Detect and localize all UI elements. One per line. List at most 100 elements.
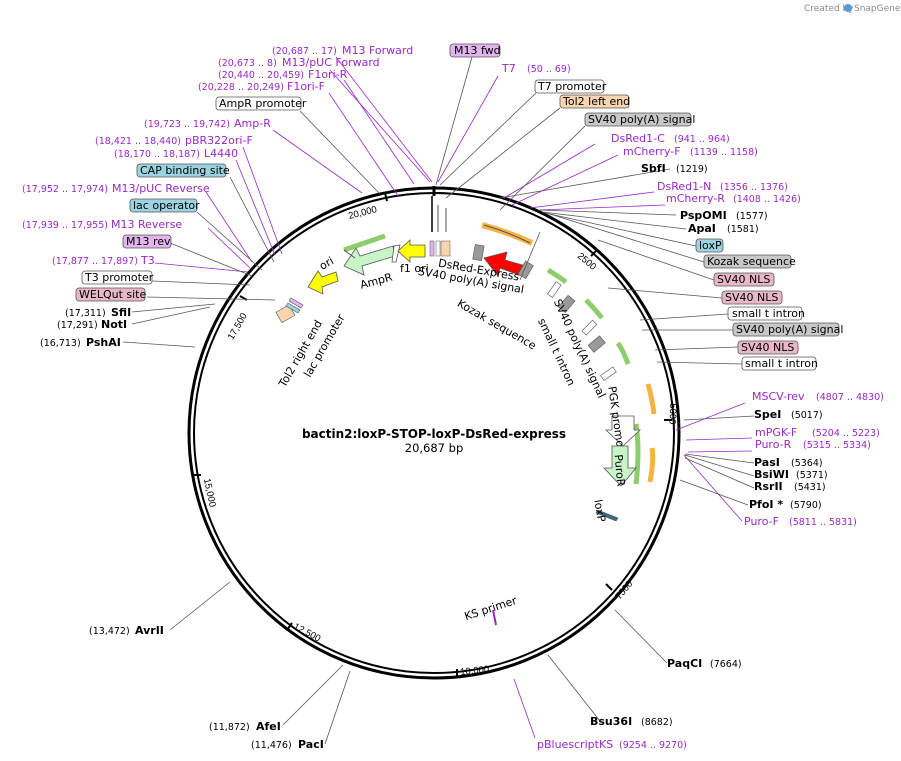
enzyme-sbfi[interactable]: SbfI (1219) (641, 162, 708, 175)
svg-text:DsRed1-N: DsRed1-N (657, 180, 711, 193)
arc-green-3 (615, 341, 631, 365)
box-sv40-polyA[interactable]: SV40 poly(A) signal (584, 112, 695, 127)
svg-text:(13,472): (13,472) (89, 626, 130, 637)
arc-orange-1-line (483, 224, 531, 244)
svg-text:BsiWI: BsiWI (754, 468, 789, 481)
svg-text:M13 fwd: M13 fwd (454, 44, 501, 57)
box-loxp[interactable]: loxP (695, 238, 724, 253)
snapgene-credit[interactable]: Created by SnapGene (804, 4, 901, 14)
svg-text:mPGK-F: mPGK-F (755, 426, 797, 439)
primer-puro-f[interactable]: Puro-F (5811 .. 5831) (744, 515, 857, 528)
box-welqut-site[interactable]: WELQut site (75, 287, 146, 302)
svg-text:T3 promoter: T3 promoter (84, 271, 154, 284)
primer-puro-r[interactable]: Puro-R (5315 .. 5334) (755, 438, 871, 451)
primer-mpgk-f[interactable]: mPGK-F (5204 .. 5223) (755, 426, 880, 439)
ks-primer-marker (492, 609, 497, 626)
svg-text:(19,723 .. 19,742): (19,723 .. 19,742) (144, 119, 230, 130)
primer-f1ori-f[interactable]: (20,228 .. 20,249) F1ori-F (198, 80, 325, 93)
svg-text:Tol2 left end: Tol2 left end (562, 95, 630, 108)
primer-mcherry-f[interactable]: mCherry-F (1139 .. 1158) (623, 145, 758, 158)
enzyme-pasi[interactable]: PasI (5364) (754, 456, 823, 469)
enzyme-rsrii[interactable]: RsrII (5431) (754, 480, 826, 493)
marker-gray-2 (587, 335, 606, 353)
svg-text:f1 ori: f1 ori (400, 262, 429, 275)
svg-text:(5364): (5364) (791, 458, 823, 469)
svg-text:small t intron: small t intron (732, 307, 805, 320)
primer-l4440[interactable]: (18,170 .. 18,187) L4440 (114, 147, 238, 160)
svg-text:AvrII: AvrII (135, 624, 164, 637)
loxp-marker (595, 509, 619, 522)
enzyme-spei[interactable]: SpeI (5017) (754, 408, 823, 421)
svg-text:(20,440 .. 20,459): (20,440 .. 20,459) (218, 70, 304, 81)
box-cap-binding-site[interactable]: CAP binding site (136, 163, 230, 178)
box-sv40-polyA-2[interactable]: SV40 poly(A) signal (732, 322, 843, 337)
enzyme-paci[interactable]: (11,476) PacI (251, 738, 324, 751)
box-small-t-intron-1[interactable]: small t intron (727, 306, 805, 321)
svg-text:PaqCI: PaqCI (667, 657, 702, 670)
box-sv40-nls-2[interactable]: SV40 NLS (721, 290, 783, 305)
arc-green-2 (584, 298, 604, 320)
primer-t7[interactable]: T7 (50 .. 69) (501, 62, 571, 75)
box-lac-operator[interactable]: lac operator (129, 198, 200, 213)
f1ori-arrow (397, 239, 426, 263)
box-m13-rev[interactable]: M13 rev (122, 234, 172, 249)
box-sv40-nls-3[interactable]: SV40 NLS (737, 340, 799, 355)
svg-text:SV40 poly(A) signal: SV40 poly(A) signal (588, 113, 695, 126)
primer-m13-reverse[interactable]: (17,939 .. 17,955) M13 Reverse (22, 218, 182, 231)
svg-text:L4440: L4440 (204, 147, 238, 160)
svg-text:F1ori-F: F1ori-F (287, 80, 325, 93)
svg-text:KS primer: KS primer (463, 594, 519, 623)
box-m13fwd[interactable]: M13 fwd (449, 43, 501, 58)
enzyme-pspomi[interactable]: PspOMI (1577) (680, 209, 768, 222)
primer-mcherry-r[interactable]: mCherry-R (1408 .. 1426) (666, 192, 801, 205)
primer-m13-puc-forward[interactable]: (20,673 .. 8) M13/pUC Forward (218, 56, 380, 69)
svg-text:small t intron: small t intron (745, 357, 818, 370)
enzyme-paqci[interactable]: PaqCI (7664) (667, 657, 742, 670)
enzyme-noti[interactable]: (17,291) NotI (57, 318, 127, 331)
marker-nls-2 (581, 319, 598, 336)
tick-10000: 10,000 (460, 664, 490, 678)
primer-pbr322ori-f[interactable]: (18,421 .. 18,440) pBR322ori-F (95, 134, 253, 147)
svg-text:Kozak sequence: Kozak sequence (707, 255, 796, 268)
svg-text:(17,939 .. 17,955): (17,939 .. 17,955) (22, 220, 108, 231)
box-ampr-promoter[interactable]: AmpR promoter (215, 96, 307, 111)
box-tol2-left-end[interactable]: Tol2 left end (559, 94, 630, 109)
marker-m13fwd (429, 240, 435, 257)
svg-text:PspOMI: PspOMI (680, 209, 727, 222)
marker-gray-1 (558, 294, 576, 313)
enzyme-apai[interactable]: ApaI (1581) (688, 222, 759, 235)
feature-f1ori[interactable]: f1 ori (397, 239, 429, 275)
svg-text:T3: T3 (140, 254, 155, 267)
box-t7-promoter[interactable]: T7 promoter (534, 79, 607, 94)
feature-puror[interactable]: PuroR (603, 445, 637, 487)
box-t3-promoter[interactable]: T3 promoter (81, 270, 154, 285)
primer-mscv-rev[interactable]: MSCV-rev (4807 .. 4830) (752, 390, 884, 403)
svg-text:(17,311): (17,311) (65, 308, 106, 319)
primer-pbluescriptks[interactable]: pBluescriptKS (9254 .. 9270) (537, 738, 687, 751)
feature-ori[interactable]: ori (307, 254, 339, 295)
box-sv40-nls-1[interactable]: SV40 NLS (713, 272, 775, 287)
marker-sv40pa-gray (472, 244, 485, 262)
box-small-t-intron-2[interactable]: small t intron (741, 356, 818, 371)
enzyme-bsiwi[interactable]: BsiWI (5371) (754, 468, 828, 481)
feature-loxp[interactable]: loxP (591, 498, 619, 523)
box-kozak[interactable]: Kozak sequence (703, 254, 796, 269)
primer-m13-forward[interactable]: (20,687 .. 17) M13 Forward (272, 44, 413, 57)
enzyme-afei[interactable]: (11,872) AfeI (209, 720, 281, 733)
primer-t3[interactable]: (17,877 .. 17,897) T3 (52, 254, 155, 267)
enzyme-pfoi[interactable]: PfoI * (5790) (749, 498, 822, 511)
primer-dsred1-c[interactable]: DsRed1-C (941 .. 964) (611, 132, 730, 145)
svg-text:(11,872): (11,872) (209, 722, 250, 733)
feature-ampr[interactable]: AmpR (343, 245, 396, 292)
enzyme-sfii[interactable]: (17,311) SfiI (65, 306, 131, 319)
primer-f1ori-r[interactable]: (20,440 .. 20,459) F1ori-R (218, 68, 348, 81)
primer-m13-puc-reverse[interactable]: (17,952 .. 17,974) M13/pUC Reverse (22, 182, 210, 195)
enzyme-pshai[interactable]: (16,713) PshAI (40, 336, 121, 349)
svg-text:(8682): (8682) (641, 717, 673, 728)
primer-amp-r[interactable]: (19,723 .. 19,742) Amp-R (144, 117, 271, 130)
feature-ks-primer[interactable]: KS primer (463, 594, 519, 626)
enzyme-avrii[interactable]: (13,472) AvrII (89, 624, 164, 637)
primer-dsred1-n[interactable]: DsRed1-N (1356 .. 1376) (657, 180, 788, 193)
enzyme-bsu36i[interactable]: Bsu36I (8682) (590, 715, 673, 728)
